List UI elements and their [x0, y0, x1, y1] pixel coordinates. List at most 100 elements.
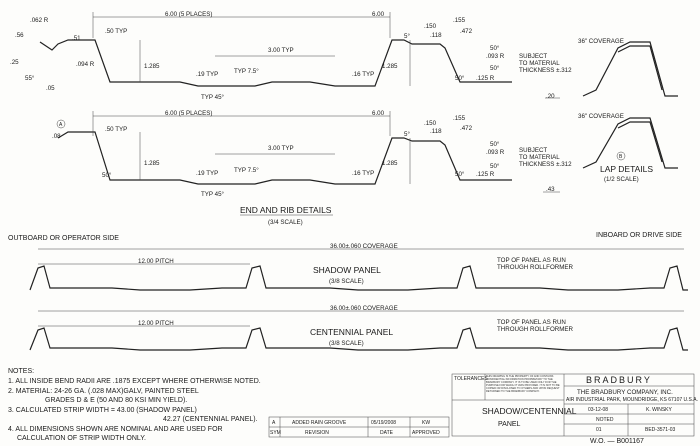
dim-5deg-2: 5° — [404, 131, 410, 138]
dim-150-2: .150 — [424, 120, 437, 127]
dim-55deg: 55° — [25, 75, 35, 82]
lap-details-scale: (1/2 SCALE) — [604, 176, 639, 183]
note-4b: CALCULATION OF STRIP WIDTH ONLY. — [17, 435, 146, 442]
dim-56: .56 — [15, 32, 24, 39]
centennial-panel-profile — [29, 327, 688, 351]
dim-062r: .062 R — [30, 17, 49, 24]
tolerances-label: TOLERANCES — [454, 376, 488, 382]
dim-51: .51 — [72, 35, 81, 42]
work-order-number: W.O. — B001167 — [590, 438, 644, 445]
title-block: TOLERANCES THIS DRAWING IS THE PROPERTY … — [451, 373, 698, 445]
dim-25: .25 — [10, 59, 19, 66]
subject-note-1: SUBJECT — [519, 53, 547, 60]
dim-150: .150 — [424, 23, 437, 30]
revision-header-sym: SYM — [270, 430, 281, 436]
inboard-side-label: INBOARD OR DRIVE SIDE — [596, 232, 682, 239]
dim-1285a: 1.285 — [144, 63, 160, 70]
shadow-panel-scale: (3/8 SCALE) — [329, 278, 364, 285]
notes-heading: NOTES: — [8, 368, 34, 375]
sheet-number: 01 — [596, 427, 602, 433]
revision-header-desc: REVISION — [305, 430, 329, 436]
brand-logo: BRADBURY — [586, 375, 652, 385]
revision-sym: A — [272, 420, 276, 426]
proprietary-notice: THIS DRAWING IS THE PROPERTY OF AND CONT… — [486, 375, 560, 393]
drawn-by: K. WINSKY — [646, 407, 673, 413]
lap-profile-2-inner — [617, 121, 663, 163]
dim-300typ-2: 3.00 TYP — [268, 145, 294, 152]
rib-profile-1 — [39, 39, 512, 87]
rib-section-1: .062 R .56 .51 .50 TYP .094 R .25 55° .0… — [10, 11, 572, 101]
dim-six-2: 6.00 — [372, 110, 385, 117]
subject-note-2-2: TO MATERIAL — [519, 154, 560, 161]
subject-note-2-3: THICKNESS ±.312 — [519, 161, 572, 168]
centennial-panel-scale: (3/8 SCALE) — [329, 340, 364, 347]
lap-details: 36" COVERAGE 36" COVERAGE B LAP DETAILS … — [578, 38, 678, 183]
note-3a: 3. CALCULATED STRIP WIDTH = 43.00 (SHADO… — [8, 407, 197, 414]
drawing-number: BED-3571-03 — [645, 427, 676, 433]
revision-header-approved: APPROVED — [412, 430, 440, 436]
centennial-pitch-label: 12.00 PITCH — [138, 320, 174, 327]
shadow-panel-profile — [29, 265, 688, 291]
drawing-scale: NOTED — [596, 417, 614, 423]
centennial-note-1: TOP OF PANEL AS RUN — [497, 319, 566, 326]
subject-note-3: THICKNESS ±.312 — [519, 67, 572, 74]
detail-marker-a: A — [59, 122, 63, 128]
dim-155: .155 — [453, 17, 466, 24]
dim-typ75: TYP 7.5° — [234, 68, 259, 75]
centennial-panel: 36.00±.060 COVERAGE 12.00 PITCH CENTENNI… — [29, 305, 688, 351]
dim-5deg: 5° — [404, 33, 410, 40]
drawing-title-line-2: PANEL — [498, 421, 521, 428]
revision-block: A ADDED RAIN GROOVE 05/19/2008 KW SYM RE… — [268, 416, 450, 438]
revision-header-date: DATE — [380, 430, 394, 436]
dim-50typ: .50 TYP — [105, 28, 127, 35]
detail-marker-circle — [56, 119, 66, 129]
dim-1285b-2: 1.285 — [382, 160, 398, 167]
dim-08: .08 — [52, 133, 61, 140]
shadow-note-2: THROUGH ROLLFORMER — [497, 264, 574, 271]
dim-125r: .125 R — [476, 75, 495, 82]
revision-by: KW — [422, 420, 430, 426]
dim-typ45: TYP 45° — [201, 94, 225, 101]
shadow-coverage-label: 36.00±.060 COVERAGE — [330, 243, 398, 250]
company-address: AIR INDUSTRIAL PARK, MOUNDRIDGE, KS 6710… — [566, 397, 698, 403]
note-3b: 42.27 (CENTENNIAL PANEL). — [163, 416, 258, 423]
dim-16typ: .16 TYP — [352, 71, 374, 78]
dim-1285a-2: 1.285 — [144, 160, 160, 167]
dim-50typ-2: .50 TYP — [105, 126, 127, 133]
outboard-side-label: OUTBOARD OR OPERATOR SIDE — [8, 235, 119, 242]
note-2b: GRADES D & E (50 AND 80 KSI MIN YIELD). — [45, 397, 187, 404]
centennial-panel-title: CENTENNIAL PANEL — [310, 327, 393, 337]
shadow-pitch-label: 12.00 PITCH — [138, 258, 174, 265]
drawing-title: SHADOW/CENTENNIAL — [482, 406, 577, 416]
lap-coverage-2: 36" COVERAGE — [578, 113, 624, 120]
dim-50deg-2a: 50° — [102, 172, 112, 179]
lap-details-title: LAP DETAILS — [600, 164, 653, 174]
dim-093r-2: .093 R — [486, 149, 505, 156]
lap-marker-circle — [616, 151, 626, 161]
revision-date: 05/19/2008 — [371, 420, 396, 426]
lap-profile-2 — [582, 117, 678, 169]
dim-43: .43 — [546, 186, 555, 193]
rib-profile-2 — [57, 131, 512, 185]
shadow-panel: 36.00±.060 COVERAGE 12.00 PITCH SHADOW P… — [29, 243, 688, 291]
shadow-panel-title: SHADOW PANEL — [313, 265, 381, 275]
dim-094r: .094 R — [76, 61, 95, 68]
dim-50deg-b: 50° — [455, 75, 465, 82]
dim-05: .05 — [46, 85, 55, 92]
dim-typ45-2: TYP 45° — [201, 191, 225, 198]
subject-note-2: TO MATERIAL — [519, 60, 560, 67]
dim-six-places: 6.00 (5 PLACES) — [165, 11, 212, 18]
lap-coverage-1: 36" COVERAGE — [578, 38, 624, 45]
dim-50deg-2d: 50° — [490, 163, 500, 170]
note-1: 1. ALL INSIDE BEND RADII ARE .1875 EXCEP… — [8, 378, 261, 385]
dim-118: .118 — [430, 32, 442, 39]
dim-20: .20 — [546, 93, 555, 100]
lap-profile-1-inner — [617, 45, 663, 91]
lap-marker-b: B — [619, 154, 623, 160]
dim-19typ: .19 TYP — [196, 71, 218, 78]
dim-50deg-2c: 50° — [455, 171, 465, 178]
note-4a: 4. ALL DIMENSIONS SHOWN ARE NOMINAL AND … — [8, 426, 223, 433]
dim-1285b: 1.285 — [382, 63, 398, 70]
